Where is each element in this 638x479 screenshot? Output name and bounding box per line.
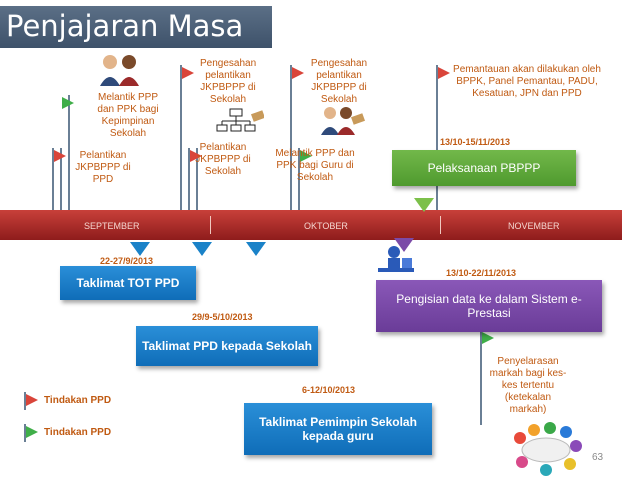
timeline-pole [196, 148, 198, 210]
page-title: Penjajaran Masa [0, 6, 272, 48]
red-flag [292, 67, 304, 79]
people-icon [321, 107, 366, 135]
timeline-pole [52, 148, 54, 210]
blue-triangle-marker [130, 242, 150, 256]
red-flag-legend-icon [26, 394, 38, 406]
blue-triangle-marker [192, 242, 212, 256]
legend-green: Tindakan PPD [44, 427, 112, 438]
label-pelantikan-jkpbppp-ppd: Pelantikan JKPBPPP di PPD [75, 150, 131, 185]
box-pengisian: Pengisian data ke dalam Sistem e-Prestas… [376, 280, 602, 332]
people-icon [100, 55, 139, 86]
label-pengesahan-jkpbppp-sekolah: Pengesahan pelantikan JKPBPPP di Sekolah [200, 58, 257, 105]
month-september: SEPTEMBER [84, 221, 140, 231]
label-pemantauan: Pemantauan akan dilakukan oleh BPPK, Pan… [453, 64, 601, 99]
label-pengesahan-ppp-sekolah: Pengesahan pelantikan JKPBPPP di Sekolah [310, 58, 368, 105]
meeting-table-icon [514, 422, 582, 476]
date-taklimat-pemimpin: 6-12/10/2013 [302, 385, 356, 395]
timeline-pole [298, 148, 300, 210]
legend-red: Tindakan PPD [44, 395, 112, 406]
person-at-desk-icon [378, 246, 414, 272]
date-taklimat-sekolah: 29/9-5/10/2013 [192, 312, 253, 322]
timeline-pole [60, 148, 62, 210]
timeline-bar: SEPTEMBER OKTOBER NOVEMBER [0, 210, 622, 240]
red-flag [438, 67, 450, 79]
month-divider [210, 216, 211, 234]
month-november: NOVEMBER [508, 221, 560, 231]
blue-triangle-marker [246, 242, 266, 256]
date-pengisian: 13/10-22/11/2013 [446, 268, 517, 278]
timeline-pole [480, 330, 482, 425]
timeline-pole [180, 65, 182, 210]
timeline-pole [290, 65, 292, 210]
timeline-pole [436, 65, 438, 210]
red-flag [190, 150, 202, 162]
box-taklimat-sekolah: Taklimat PPD kepada Sekolah [136, 326, 318, 366]
org-chart-icon [216, 108, 264, 132]
green-flag-legend-icon [26, 426, 38, 438]
purple-triangle-marker [394, 238, 414, 252]
page-number: 63 [592, 452, 604, 463]
label-pelantikan-jkpbppp-sekolah: Pelantikan JKPBPPP di Sekolah [195, 142, 251, 177]
label-melantik-ppp-guru: Melantik PPP dan PPK bagi Guru di Sekola… [275, 148, 355, 183]
green-flag [62, 97, 74, 109]
date-tot: 22-27/9/2013 [100, 256, 154, 266]
timeline-pole [68, 95, 70, 210]
green-triangle-marker [414, 198, 434, 212]
box-taklimat-tot: Taklimat TOT PPD [60, 266, 196, 300]
legend-pole [24, 424, 26, 442]
box-pelaksanaan: Pelaksanaan PBPPP [392, 150, 576, 186]
month-oktober: OKTOBER [304, 221, 348, 231]
green-flag [300, 150, 312, 162]
label-melantik-ppp: Melantik PPP dan PPK bagi Kepimpinan Sek… [97, 92, 159, 139]
month-divider [440, 216, 441, 234]
green-flag [482, 332, 494, 344]
box-taklimat-pemimpin: Taklimat Pemimpin Sekolah kepada guru [244, 403, 432, 455]
legend-pole [24, 392, 26, 410]
timeline-pole [188, 148, 190, 210]
red-flag [54, 150, 66, 162]
date-pelaksanaan: 13/10-15/11/2013 [440, 137, 511, 147]
red-flag [182, 67, 194, 79]
label-penyelarasan: Penyelarasan markah bagi kes-kes tertent… [489, 356, 567, 415]
